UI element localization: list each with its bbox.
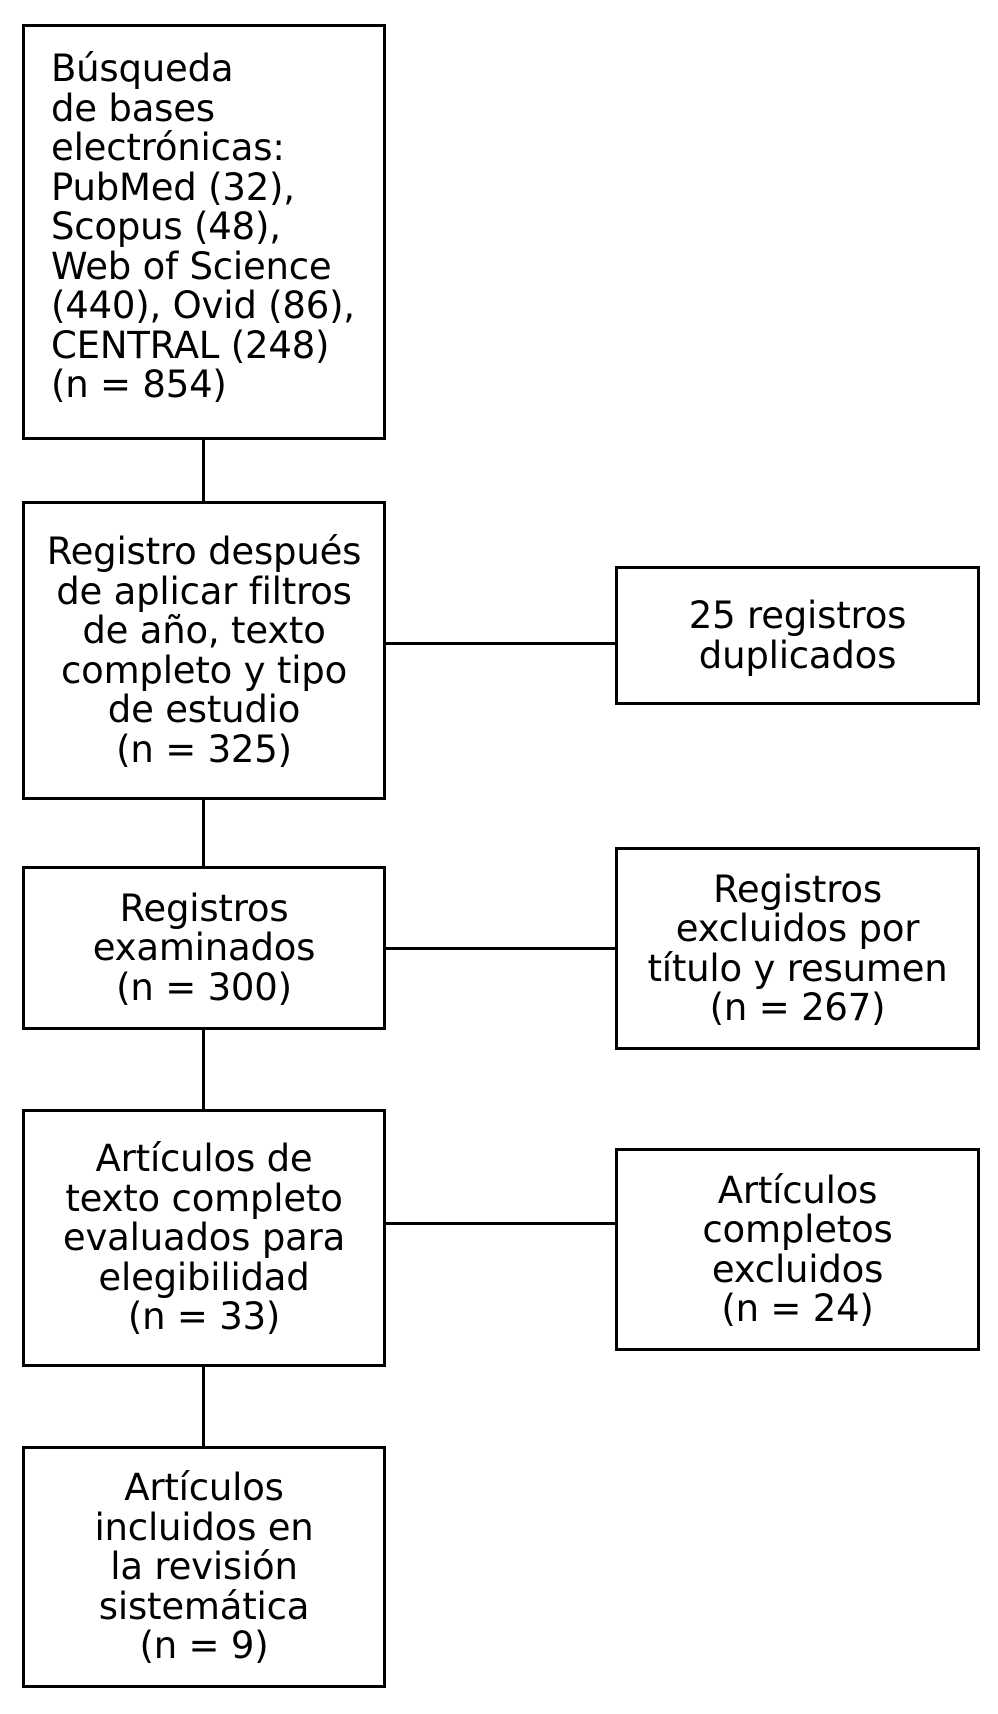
connector-screened-to-fulltext	[202, 1030, 205, 1112]
connector-screened-to-excluded	[386, 947, 617, 950]
connector-filters-to-screened	[202, 800, 205, 866]
node-after-filters: Registro después de aplicar filtros de a…	[22, 501, 386, 800]
node-fulltext-excluded-text: Artículos completos excluidos (n = 24)	[702, 1168, 893, 1330]
node-duplicates-removed-text: 25 registros duplicados	[688, 594, 907, 677]
node-after-filters-text: Registro después de aplicar filtros de a…	[46, 530, 362, 771]
node-duplicates-removed: 25 registros duplicados	[615, 566, 980, 705]
connector-fulltext-to-fulltext-excluded	[386, 1222, 617, 1225]
node-fulltext-excluded: Artículos completos excluidos (n = 24)	[615, 1148, 980, 1351]
node-identification-text: Búsqueda de bases electrónicas: PubMed (…	[51, 47, 355, 406]
node-fulltext-assessed-text: Artículos de texto completo evaluados pa…	[62, 1137, 346, 1339]
node-identification: Búsqueda de bases electrónicas: PubMed (…	[22, 24, 386, 440]
connector-fulltext-to-included	[202, 1367, 205, 1449]
node-screened: Registros examinados (n = 300)	[22, 866, 386, 1030]
node-excluded-title-abstract: Registros excluidos por título y resumen…	[615, 847, 980, 1050]
node-fulltext-assessed: Artículos de texto completo evaluados pa…	[22, 1109, 386, 1367]
node-excluded-title-abstract-text: Registros excluidos por título y resumen…	[647, 867, 948, 1029]
node-included-text: Artículos incluidos en la revisión siste…	[94, 1466, 314, 1668]
connector-filters-to-duplicates	[386, 642, 617, 645]
connector-identification-to-filters	[202, 440, 205, 501]
node-screened-text: Registros examinados (n = 300)	[92, 886, 316, 1009]
node-included: Artículos incluidos en la revisión siste…	[22, 1446, 386, 1688]
